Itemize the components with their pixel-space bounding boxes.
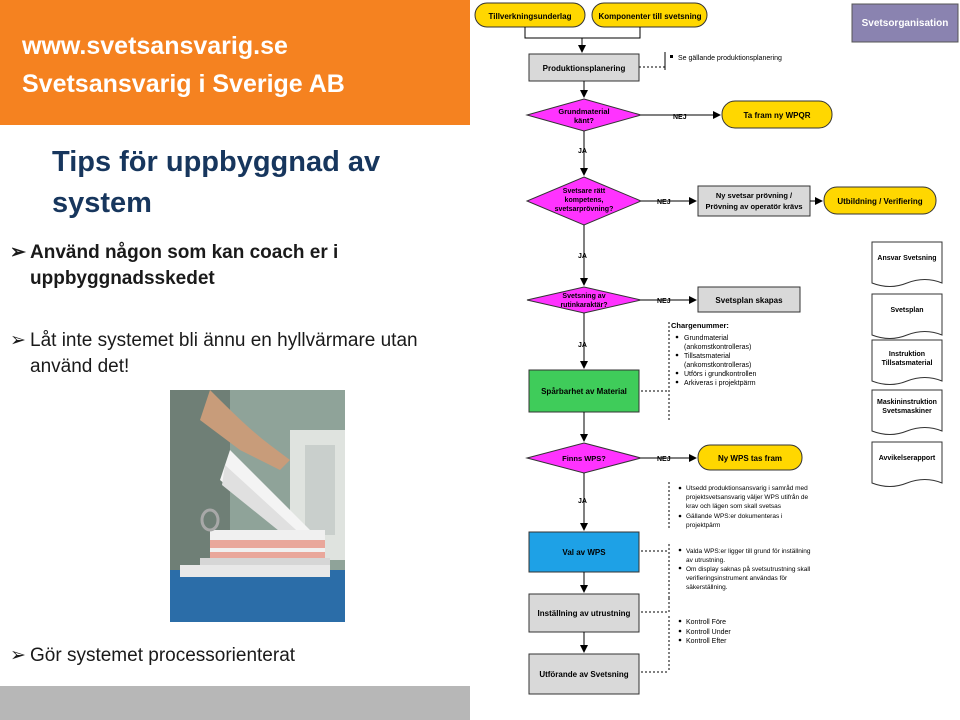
arrow-bullet-icon: ➢: [10, 330, 26, 351]
nej-label: NEJ: [657, 456, 671, 463]
utforande-label: Utförande av Svetsning: [539, 670, 628, 679]
provning-label-1: Ny svetsar prövning /: [716, 191, 793, 200]
provning-node: [697, 185, 811, 217]
bullet-item-hyllvarmare: ➢ Låt inte systemet bli ännu en hyllvärm…: [10, 328, 440, 379]
document-label: Avvikelserapport: [879, 455, 936, 462]
val-note-line: av utrustning.: [686, 557, 725, 564]
document-label: Maskininstruktion: [877, 399, 937, 406]
produktionsplanering-label: Produktionsplanering: [543, 64, 626, 73]
kontroll-item: Kontroll Under: [686, 629, 731, 636]
tillverkningsunderlag-node: [474, 2, 586, 28]
bullet-item-coach: ➢ Använd någon som kan coach er i uppbyg…: [10, 240, 440, 291]
wps-note-line: projektpärm: [686, 522, 720, 529]
utbildning-label: Utbildning / Verifiering: [837, 197, 922, 206]
wps-note-line: Utsedd produktionsansvarig i samråd med: [686, 484, 808, 492]
rutin-label-1: Svetsning av: [562, 293, 605, 300]
se-note: Se gällande produktionsplanering: [678, 55, 782, 62]
wps-note-line: projektsvetsansvarig väljer WPS utifrån …: [686, 493, 808, 501]
ny-wps-label: Ny WPS tas fram: [718, 454, 782, 463]
utbildning-node: [823, 186, 937, 215]
chargenummer-item: Arkiveras i projektpärm: [684, 380, 756, 387]
chargenummer-item: Grundmaterial: [684, 335, 729, 342]
document-maskininstruktion: [871, 389, 943, 435]
chargenummer-item: (ankomstkontrolleras): [684, 362, 751, 369]
svetsorganisation-label: Svetsorganisation: [862, 18, 949, 29]
kompetens-label-3: svetsarprövning?: [555, 206, 614, 213]
val-note-line: säkerställning.: [686, 584, 728, 591]
document-instruktion: [871, 339, 943, 385]
nej-label: NEJ: [657, 199, 671, 206]
chargenummer-item: Tillsatsmaterial: [684, 353, 731, 360]
installning-node: [528, 593, 640, 633]
wpqr-node: [721, 100, 833, 129]
document-label: Instruktion: [889, 351, 925, 358]
document-avvikelserapport: [871, 441, 943, 487]
nej-label: NEJ: [673, 114, 687, 121]
footer-bar: [0, 686, 470, 720]
document-label: Svetsplan: [890, 307, 923, 314]
slide-title: Tips för uppbyggnad av system: [52, 146, 381, 219]
document-svetsplan: [871, 293, 943, 339]
document-label: Ansvar Svetsning: [877, 255, 936, 262]
grundmaterial-label-2: känt?: [574, 116, 594, 125]
arrow-bullet-icon: ➢: [10, 242, 26, 263]
website-url[interactable]: www.svetsansvarig.se: [22, 32, 288, 60]
bullet-text: Låt inte systemet bli ännu en hyllvärmar…: [30, 330, 418, 377]
chargenummer-heading: Chargenummer:: [671, 321, 729, 330]
chargenummer-item: Utförs i grundkontrollen: [684, 371, 756, 378]
bullet-text: Gör systemet processorienterat: [30, 645, 296, 666]
binder-photo: [170, 390, 345, 622]
bullet-item-process: ➢ Gör systemet processorienterat: [10, 643, 460, 669]
ja-label: JA: [578, 342, 587, 349]
kontroll-item: Kontroll Före: [686, 619, 726, 626]
arrow-bullet-icon: ➢: [10, 645, 26, 666]
bullet-text: Använd någon som kan coach er i uppbyggn…: [30, 242, 339, 289]
wps-note-line: krav och lägen som skall svetsas: [686, 503, 782, 510]
chargenummer-item: (ankomstkontrolleras): [684, 344, 751, 351]
val-wps-node: [528, 531, 640, 573]
sparbarhet-node: [528, 369, 640, 413]
installning-label: Inställning av utrustning: [538, 609, 631, 618]
rutin-label-2: rutinkaraktär?: [560, 302, 607, 309]
finns-wps-label: Finns WPS?: [562, 454, 606, 463]
kompetens-label-1: Svetsare rätt: [563, 188, 606, 195]
sparbarhet-label: Spårbarhet av Material: [541, 387, 627, 396]
kontroll-item: Kontroll Efter: [686, 638, 727, 645]
utforande-node: [528, 653, 640, 695]
wpqr-label: Ta fram ny WPQR: [744, 111, 811, 120]
company-name: Svetsansvarig i Sverige AB: [22, 70, 345, 98]
ja-label: JA: [578, 148, 587, 155]
ny-wps-node: [697, 444, 803, 471]
val-note-line: Valda WPS:er ligger till grund för instä…: [686, 548, 811, 555]
komponenter-node: [591, 2, 708, 28]
grundmaterial-label-1: Grundmaterial: [558, 107, 609, 116]
kompetens-label-2: kompetens,: [565, 197, 604, 204]
ja-label: JA: [578, 498, 587, 505]
tillverkningsunderlag-label: Tillverkningsunderlag: [489, 12, 572, 21]
flowchart-panel: Tillverkningsunderlag Komponenter till s…: [470, 0, 960, 720]
document-label: Tillsatsmaterial: [882, 360, 933, 367]
header-banner: www.svetsansvarig.se Svetsansvarig i Sve…: [0, 0, 470, 125]
wps-note-line: Gällande WPS:er dokumenteras i: [686, 513, 782, 520]
document-label: Svetsmaskiner: [882, 408, 932, 415]
svetsplan-skapas-node: [697, 286, 801, 313]
provning-label-2: Prövning av operatör krävs: [705, 202, 802, 211]
ja-label: JA: [578, 253, 587, 260]
svetsorganisation-box: [851, 3, 959, 43]
val-note-line: verifieringsinstrument användas för: [686, 575, 788, 582]
svetsplan-skapas-label: Svetsplan skapas: [715, 296, 783, 305]
document-ansvar: [871, 241, 943, 287]
komponenter-label: Komponenter till svetsning: [598, 12, 701, 21]
val-wps-label: Val av WPS: [562, 548, 606, 557]
val-note-line: Om display saknas på svetsutrustning ska…: [686, 565, 811, 573]
rutin-decision: [526, 286, 642, 314]
nej-label: NEJ: [657, 298, 671, 305]
